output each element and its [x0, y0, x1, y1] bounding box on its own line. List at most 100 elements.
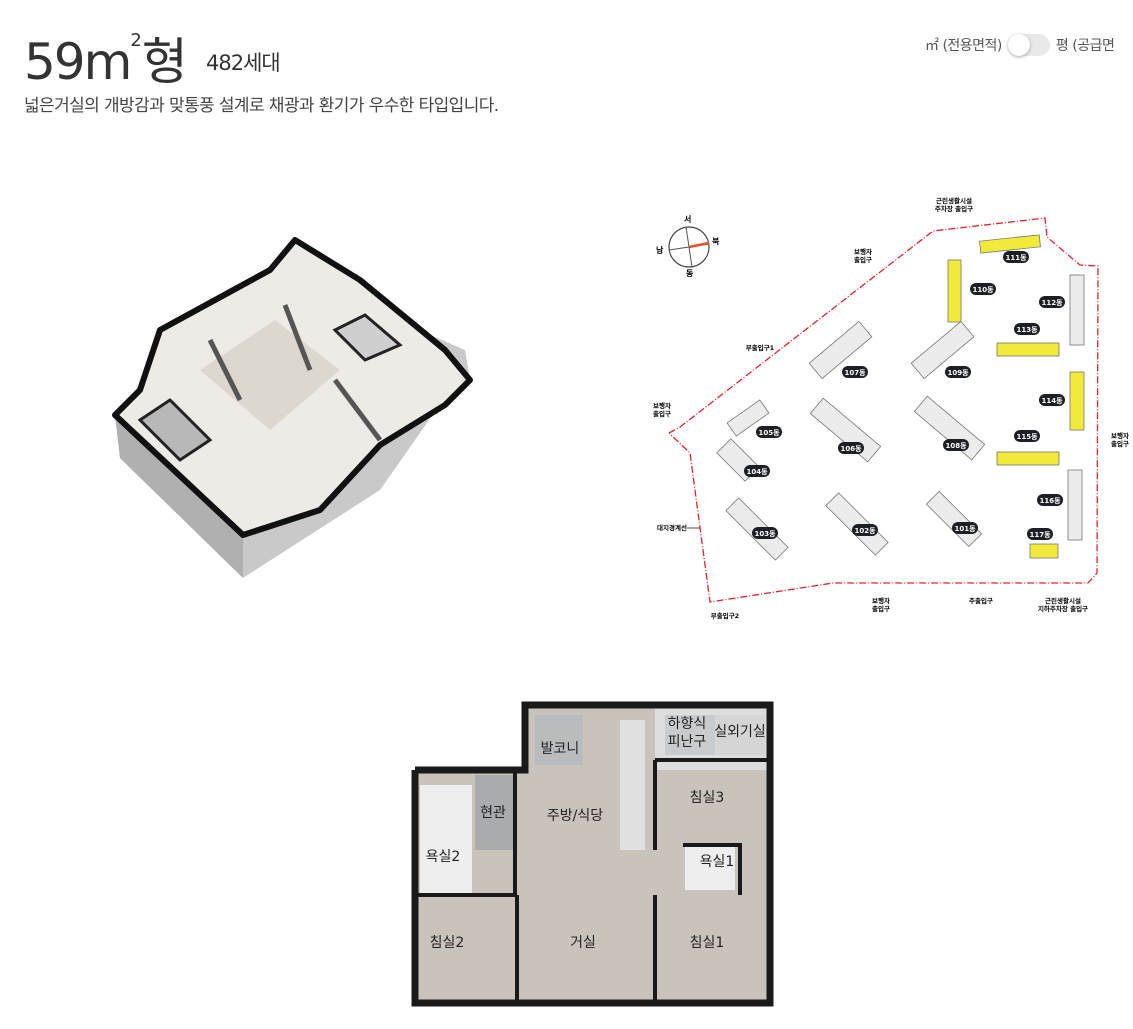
building-101동[interactable]: 101동 [925, 490, 983, 548]
building-block [725, 497, 789, 561]
iso-wall [282, 304, 313, 371]
building-label: 102동 [854, 527, 876, 535]
building-label: 101동 [954, 525, 976, 533]
building-tag [943, 439, 969, 451]
building-tag [970, 283, 996, 295]
building-113동[interactable]: 113동 [996, 323, 1060, 357]
building-102동[interactable]: 102동 [825, 492, 889, 556]
svg-text:보행자: 보행자 [653, 401, 671, 410]
svg-text:근린생활시설: 근린생활시설 [1045, 596, 1081, 605]
building-block [808, 320, 873, 380]
svg-text:근린생활시설: 근린생활시설 [936, 196, 972, 205]
building-tag [1014, 430, 1040, 442]
room-balcony [535, 715, 583, 765]
building-tag [1037, 494, 1063, 506]
building-103동[interactable]: 103동 [725, 497, 789, 561]
building-109동[interactable]: 109동 [910, 320, 975, 380]
room-bath1 [685, 845, 735, 890]
unit-label-sqm[interactable]: ㎡ (전용면적) [925, 38, 1002, 54]
iso-wall [333, 378, 382, 442]
building-111동[interactable]: 111동 [979, 234, 1041, 263]
svg-text:동: 동 [686, 269, 694, 278]
building-block [1029, 543, 1059, 559]
building-106동[interactable]: 106동 [809, 397, 882, 463]
building-block [996, 342, 1060, 357]
iso-base-left [115, 415, 243, 578]
building-108동[interactable]: 108동 [913, 395, 986, 461]
building-label: 115동 [1016, 433, 1038, 441]
building-block [825, 492, 889, 556]
svg-text:남: 남 [656, 245, 664, 255]
building-block [809, 397, 882, 463]
building-116동[interactable]: 116동 [1037, 469, 1083, 541]
building-tag [1014, 323, 1040, 335]
building-label: 106동 [840, 445, 862, 453]
entrance-label: 부출입구2 [711, 611, 739, 620]
building-label: 104동 [746, 468, 768, 476]
building-block [947, 259, 962, 323]
title-sup: 2 [130, 30, 142, 51]
room-label: 욕실2 [426, 849, 461, 865]
room-label: 거실 [570, 935, 596, 951]
building-label: 113동 [1016, 326, 1038, 334]
building-tag [842, 366, 868, 378]
site-boundary [668, 217, 1099, 603]
svg-text:부출입구1: 부출입구1 [746, 343, 775, 352]
room-label: 침실1 [690, 935, 725, 951]
building-label: 103동 [754, 530, 776, 538]
building-105동[interactable]: 105동 [726, 399, 782, 438]
svg-text:북: 북 [712, 236, 720, 246]
unit-toggle: ㎡ (전용면적) 평 (공급면 [925, 34, 1115, 56]
isometric-3d-view [112, 237, 473, 578]
building-block [979, 234, 1041, 254]
switch-knob [1007, 34, 1030, 56]
room-label: 침실3 [690, 790, 725, 806]
building-107동[interactable]: 107동 [808, 320, 873, 380]
unit-label-pyeong[interactable]: 평 (공급면 [1055, 38, 1115, 54]
building-block [925, 490, 983, 548]
building-label: 107동 [844, 369, 866, 377]
building-117동[interactable]: 117동 [1027, 528, 1059, 559]
building-tag [852, 524, 878, 536]
svg-text:출입구: 출입구 [1111, 439, 1129, 448]
boundary-label: 대지경계선 [657, 523, 687, 532]
building-tag [1039, 296, 1065, 308]
building-label: 105동 [758, 429, 780, 437]
building-tag [744, 465, 770, 477]
building-block [726, 399, 770, 437]
room-label: 실외기실 [714, 724, 766, 740]
building-tag [1039, 394, 1065, 406]
room-label: 주방/식당 [547, 808, 603, 824]
building-label: 116동 [1039, 497, 1061, 505]
floor-plan: 발코니 하향식 피난구 실외기실 현관 주방/식당 침실3 욕실2 욕실1 침실… [411, 701, 774, 1007]
building-label: 108동 [945, 442, 967, 450]
building-tag [752, 527, 778, 539]
room-label: 발코니 [541, 741, 580, 757]
building-104동[interactable]: 104동 [716, 438, 770, 482]
building-115동[interactable]: 115동 [996, 430, 1060, 466]
unit-switch[interactable] [1007, 34, 1050, 56]
svg-text:부출입구2: 부출입구2 [711, 611, 739, 620]
room-label: 피난구 [668, 734, 707, 750]
svg-text:지하주차장 출입구: 지하주차장 출입구 [1038, 604, 1088, 613]
type-description: 넓은거실의 개방감과 맞통풍 설계로 채광과 환기가 우수한 타입입니다. [24, 96, 499, 116]
iso-bath2 [332, 313, 403, 362]
building-110동[interactable]: 110동 [947, 259, 996, 323]
svg-text:출입구: 출입구 [872, 604, 890, 613]
building-114동[interactable]: 114동 [1039, 371, 1085, 431]
building-tag [952, 522, 978, 534]
building-block [910, 320, 975, 380]
building-112동[interactable]: 112동 [1039, 274, 1085, 346]
title-area: 59m [24, 33, 132, 91]
svg-text:보행자: 보행자 [854, 247, 872, 256]
building-block [716, 438, 760, 482]
title-suffix: 형 [141, 33, 188, 91]
svg-text:주출입구: 주출입구 [969, 596, 993, 605]
building-block [1069, 274, 1085, 346]
svg-text:출입구: 출입구 [653, 409, 671, 418]
